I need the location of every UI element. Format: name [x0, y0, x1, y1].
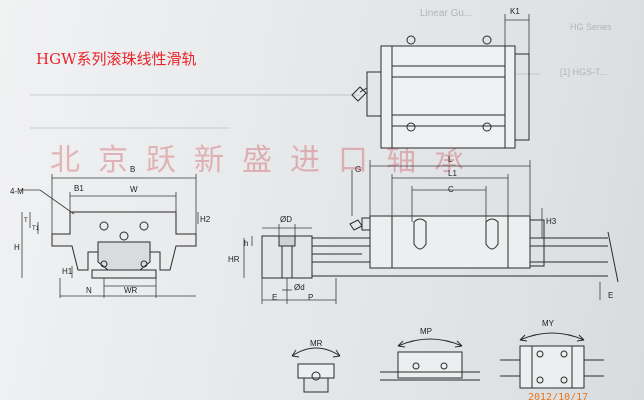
bleed-text-2: HG Series	[570, 22, 612, 32]
label-c: C	[448, 185, 454, 194]
rail-section	[261, 235, 362, 279]
label-w: W	[130, 185, 138, 194]
rail-dimensions	[243, 224, 337, 304]
page-title: HGW系列滚珠线性滑轨	[36, 50, 196, 68]
label-b: B	[130, 165, 135, 174]
side-view-dimensions	[351, 160, 601, 300]
top-view-carriage	[366, 35, 530, 149]
label-h: H	[14, 243, 20, 252]
label-h2: H2	[200, 215, 211, 224]
moment-mr-diagram	[291, 347, 341, 393]
k1-dimension	[504, 14, 530, 54]
moment-my-diagram	[500, 332, 604, 389]
label-h-small: h	[244, 239, 248, 248]
front-view-dimensions	[20, 174, 199, 298]
label-n: N	[86, 286, 92, 295]
label-4m: 4-M	[10, 187, 24, 196]
date-stamp: 2012/10/17	[528, 392, 588, 400]
watermark-text: 北京跃新盛进口轴承	[50, 143, 482, 178]
label-h1: H1	[62, 267, 73, 276]
label-g: G	[355, 165, 361, 174]
label-l: L	[448, 155, 453, 164]
label-t1: T1	[32, 226, 40, 232]
label-l1: L1	[448, 169, 457, 178]
side-view-carriage	[361, 215, 545, 269]
label-my: MY	[542, 319, 555, 328]
front-view	[51, 211, 197, 279]
grease-nipple-icon	[351, 86, 368, 102]
label-b1: B1	[74, 184, 84, 193]
label-wr: WR	[124, 286, 138, 295]
bleed-text-1: Linear Gu...	[420, 8, 472, 19]
moment-mp-diagram	[380, 338, 480, 381]
bleed-text-3: [1] HGS-T...	[560, 67, 607, 77]
label-t: T	[24, 218, 28, 224]
grease-nipple-side-icon	[349, 219, 363, 231]
label-dd: ØD	[280, 215, 292, 224]
label-hr: HR	[228, 255, 240, 264]
label-k1: K1	[510, 7, 520, 16]
label-mr: MR	[310, 339, 323, 348]
label-d: Ød	[294, 283, 305, 292]
label-h3: H3	[546, 217, 557, 226]
label-p: P	[308, 293, 313, 302]
label-e-right: E	[608, 291, 613, 300]
label-e: E	[272, 293, 277, 302]
label-mp: MP	[420, 327, 432, 336]
